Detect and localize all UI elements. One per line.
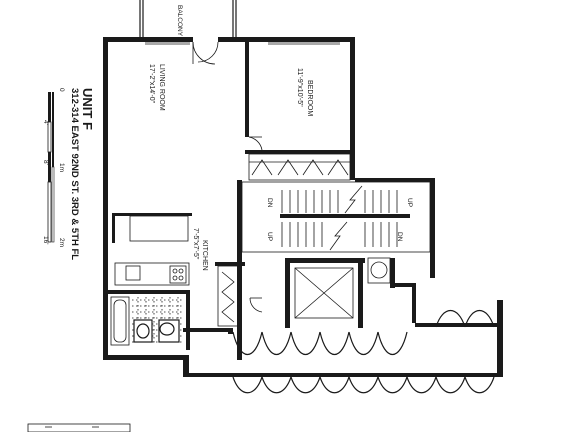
- scale-16ft: 16': [42, 236, 49, 244]
- stair-label-up-1: UP: [406, 198, 413, 207]
- stairwell: [241, 181, 431, 253]
- living-room-dims: 17'-2"x14'-0": [148, 64, 155, 104]
- balcony-area: [139, 0, 237, 40]
- bedroom-label: BEDROOM: [306, 80, 313, 116]
- stair-label-dn-2: DN: [396, 232, 403, 242]
- living-room-label: LIVING ROOM: [158, 64, 165, 111]
- corridor: [183, 300, 503, 394]
- entry-door: [249, 297, 263, 313]
- closets: [248, 153, 351, 181]
- scale-8ft: 8': [42, 160, 49, 165]
- building-address: 312-314 EAST 92ND ST. 3RD & 5TH FL: [69, 88, 80, 260]
- elevator: [285, 257, 416, 328]
- unit-walls: [103, 37, 435, 360]
- scale-4ft: 4': [42, 120, 49, 125]
- scale-bar: [47, 92, 55, 243]
- kitchen-label: KITCHEN: [201, 240, 208, 271]
- balcony-label: BALCONY: [176, 5, 183, 37]
- bedroom-dims: 11'-9"x10'-5": [296, 68, 303, 107]
- balcony-door: [192, 41, 219, 65]
- kitchen: [114, 215, 190, 286]
- stair-label-up-2: UP: [266, 232, 273, 241]
- unit-title: UNIT F: [80, 88, 95, 130]
- bathroom: [108, 290, 190, 350]
- bedroom-door: [248, 136, 263, 151]
- legend-box: [27, 423, 131, 432]
- bedroom-window: [145, 41, 340, 45]
- kitchen-dims: 7'-5"x7'-5": [192, 228, 199, 260]
- scale-0: 0: [58, 88, 65, 92]
- hall-closet: [215, 262, 245, 327]
- scale-1m: 1m: [58, 163, 65, 172]
- scale-2m: 2m: [58, 238, 65, 247]
- stair-label-dn-1: DN: [266, 198, 273, 208]
